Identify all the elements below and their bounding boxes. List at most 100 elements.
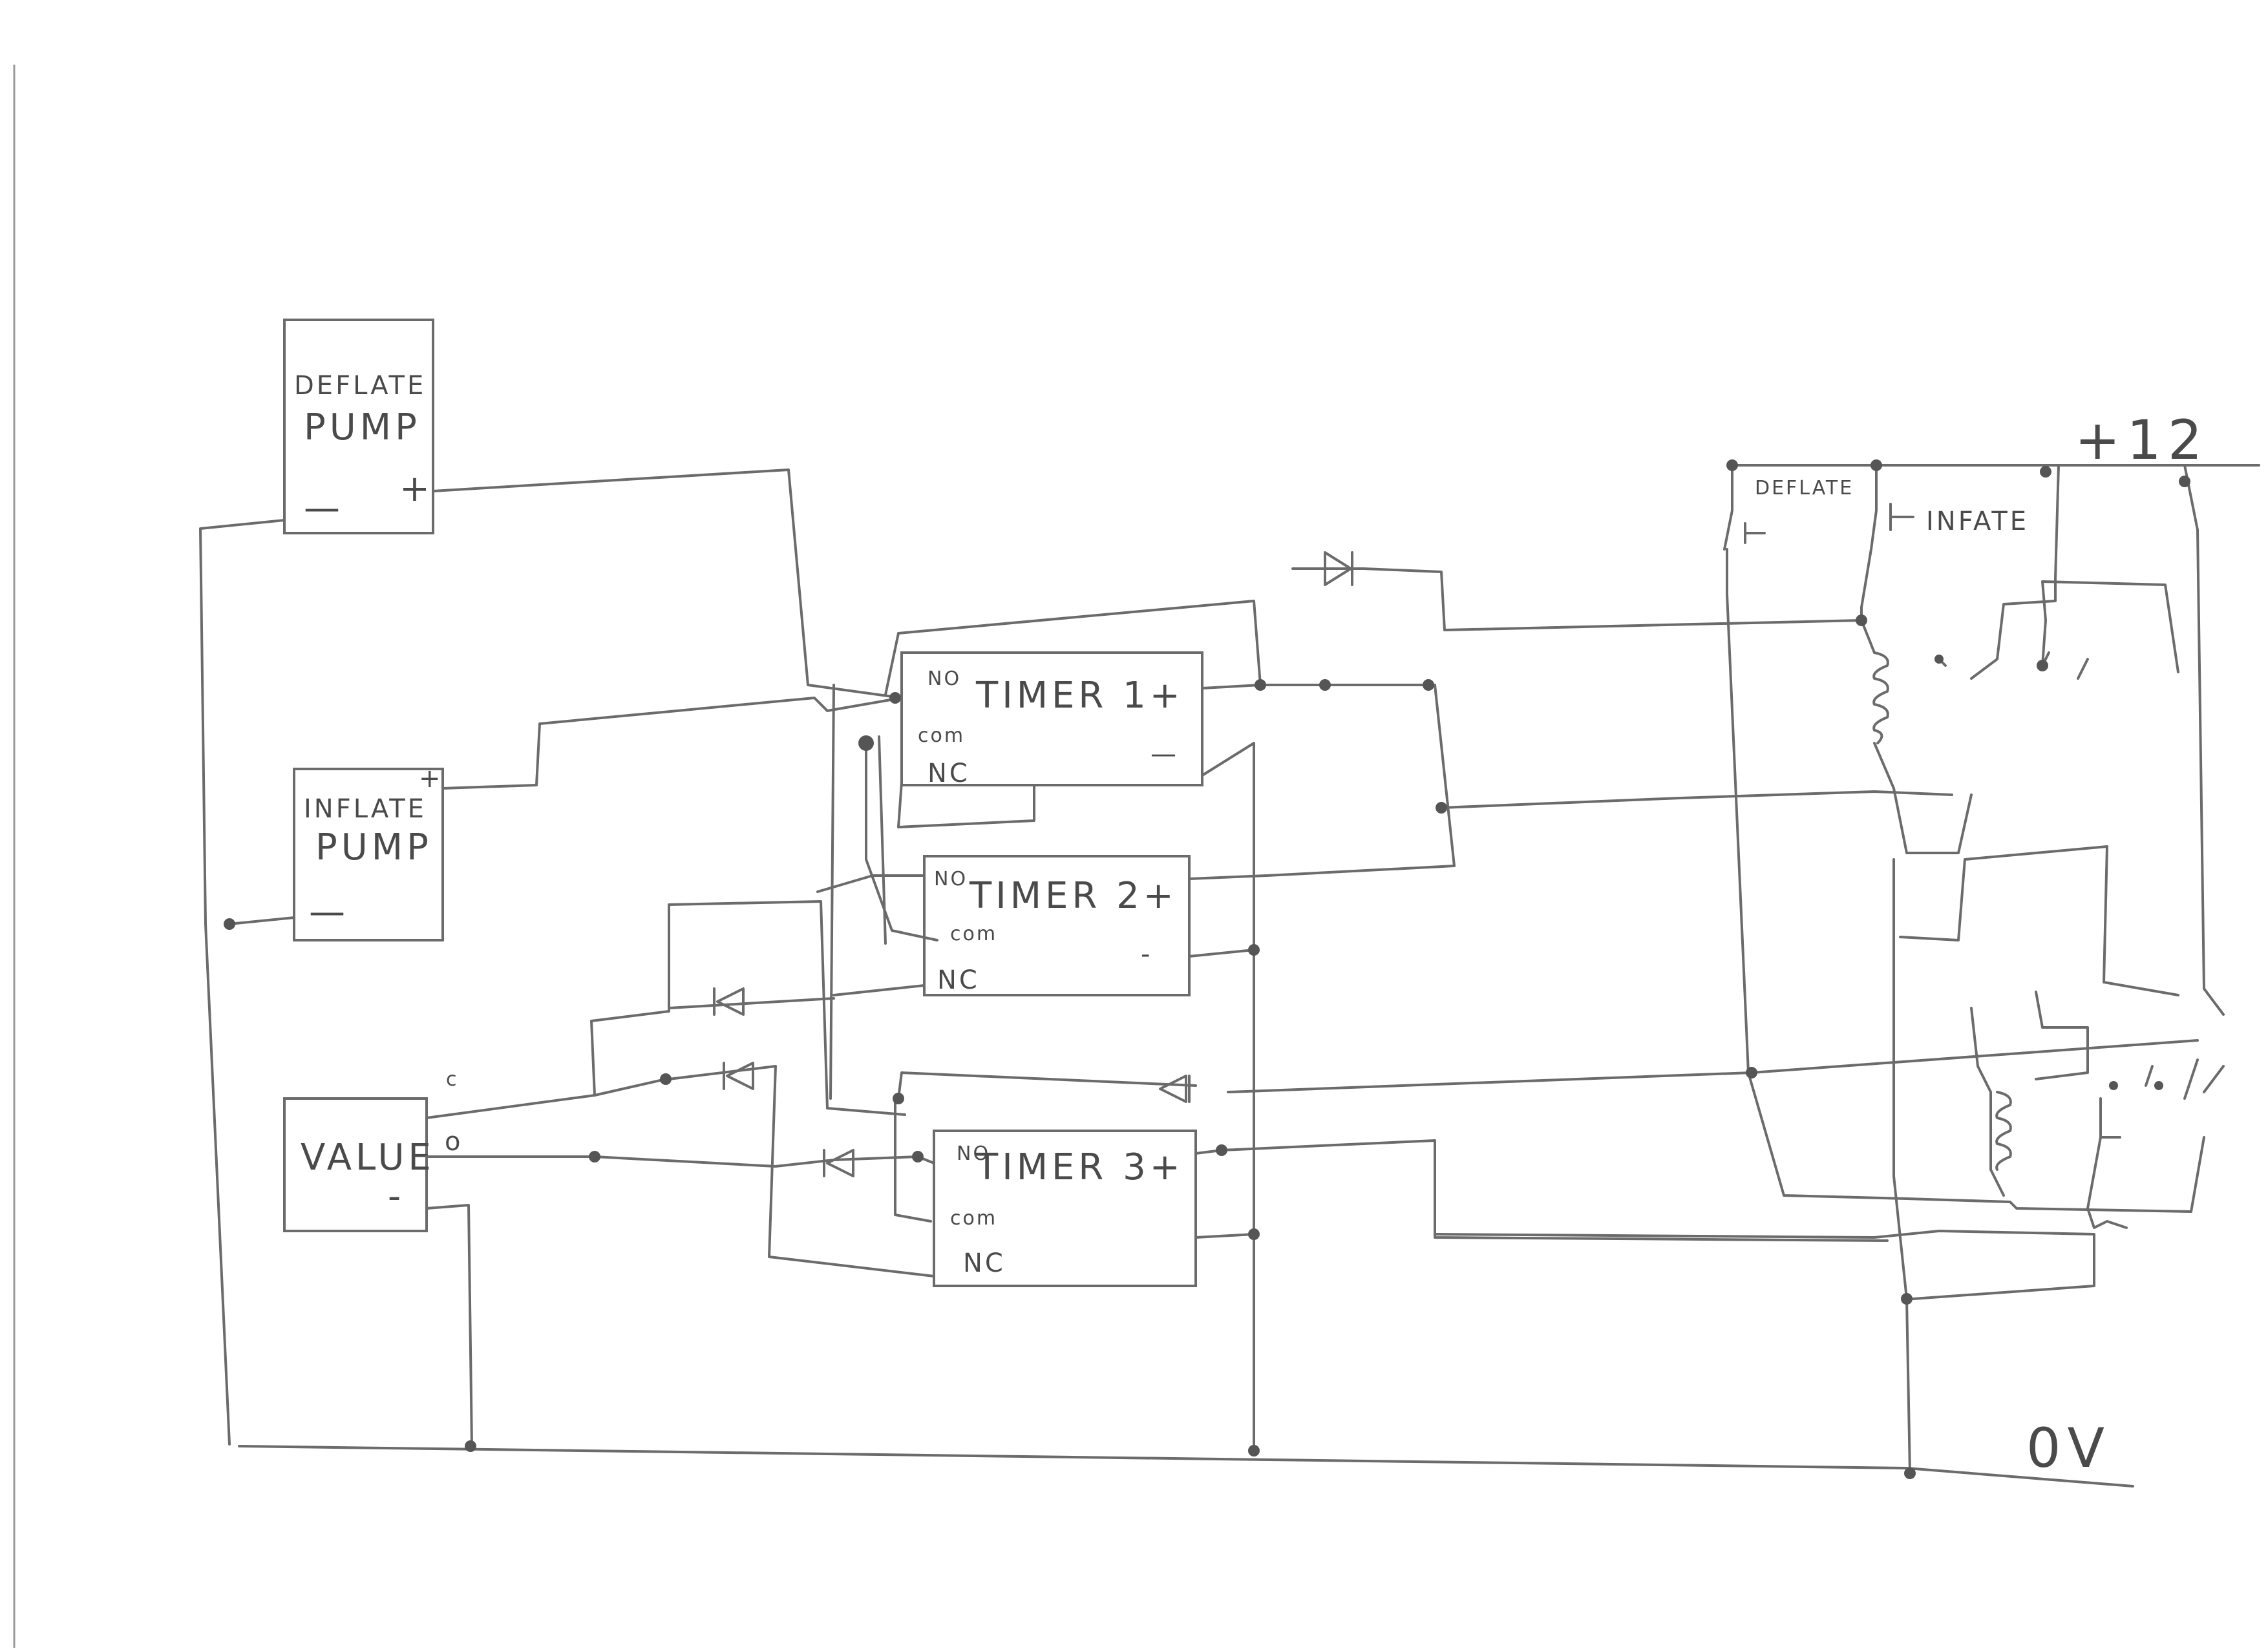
junction [858,735,874,751]
junction [1319,679,1331,691]
timer-2-nc: NC [937,965,980,995]
wire-left-bus [199,519,286,1446]
junction [589,1151,600,1162]
wire-relay-bottom [1905,1136,2205,1213]
inflate-switch-contacts [1860,464,1914,609]
timer-3-title: TIMER 3+ [975,1146,1184,1188]
wire-inflate-minus [228,916,295,925]
junction [1436,802,1447,814]
junction [1934,655,1944,664]
valve-label: VALUE [301,1137,435,1179]
diode-timer2-1 [713,987,745,1016]
wiring [199,464,2225,1475]
timer-3-no: NO [957,1142,990,1165]
valve: VALUE c o - [283,1068,460,1232]
deflate-pump: DEFLATE PUMP — + [283,319,434,534]
wire-lower-right-bus [1892,858,1911,1475]
deflate-pump-label-2: PUMP [304,406,421,448]
junction [893,1093,904,1104]
inflate-pump-label-2: PUMP [315,826,432,868]
rail-12v-label: +12 [2075,408,2209,472]
diode-timer2-2 [723,1062,754,1090]
junction [2037,660,2048,671]
wire-diode-row-1 [668,997,835,1009]
timer-1-nc: NC [927,759,970,788]
timer-3: NO TIMER 3+ com NC [933,1130,1197,1287]
inflate-switch-label: INFATE [1926,507,2029,536]
deflate-switch: DEFLATE [1723,464,1854,596]
wire-right-vertical [2183,464,2225,1016]
inflate-switch: INFATE [1860,464,2029,609]
positive-rail: +12 [1731,408,2260,472]
wire-mid-horizontal [1440,790,1953,809]
junction [1856,615,1867,626]
timer-2-title: TIMER 2+ [969,875,1178,917]
timer-1: NO TIMER 1+ com NC — [900,651,1203,788]
junction [660,1073,672,1085]
junction [1216,1144,1227,1156]
wire-12v-drop [2054,464,2060,580]
rail-0v-label: 0V [2026,1416,2111,1480]
wire-deflate-plus [432,468,903,699]
wire-timer1-com [865,742,938,941]
timer-2: NO TIMER 2+ com NC - [923,855,1191,996]
timer-3-com: com [950,1207,997,1230]
valve-box [283,1097,428,1232]
wire-vertical-1385 [894,1097,932,1223]
junction [2109,1081,2118,1090]
timer-1-box [900,651,1203,786]
junction [2154,1081,2163,1090]
wire-timer1-minus-bus [1201,742,1255,1452]
deflate-pump-plus: + [399,468,434,510]
diode-top-symbol [1291,551,1359,586]
timer-2-no: NO [934,868,968,890]
diode-timer3-left [823,1149,854,1177]
wire-diode-row-2 [668,1065,935,1278]
junction [1423,679,1434,691]
relay-2-coil-winding [1995,1091,2012,1171]
deflate-switch-label: DEFLATE [1755,477,1854,500]
wire-timer1-plus [1201,684,1430,689]
wire-lower-loop [1434,1230,2095,1300]
junctions [224,459,2190,1479]
junction [1255,679,1266,691]
timer-2-box [923,855,1191,996]
wire-timer3-top-bus [1227,1039,2199,1093]
junction [224,918,235,930]
junction [1746,1067,1757,1078]
timer-2-minus: - [1141,940,1152,969]
wire-inflate-plus [441,697,903,790]
wire-timer1-nc [897,781,1035,828]
inflate-pump-label-1: INFLATE [304,794,427,824]
junction [1901,1293,1913,1305]
relay-2-contacts [2099,1058,2225,1139]
diode-1-symbol [713,987,745,1016]
deflate-pump-label-1: DEFLATE [294,371,426,401]
junction [1726,459,1738,471]
inflate-pump-plus: + [419,764,443,794]
relay-1-contacts [1938,577,2089,680]
wire-top-diode [1317,567,1863,631]
junction [2040,466,2051,478]
junction [2179,476,2190,487]
timer-3-box [933,1130,1197,1287]
diode-4-symbol [1159,1075,1191,1103]
valve-c-terminal: c [446,1068,459,1091]
valve-minus: - [388,1175,405,1217]
timer-2-com: com [950,923,997,945]
diode-timer3-top [1159,1075,1191,1103]
wire-timer3-plus [1194,1139,1889,1242]
wire-deflate-column [1726,593,1908,1200]
junction [912,1151,924,1162]
wire-relay-2-out [2086,1136,2128,1229]
wire-vertical-1290 [829,684,835,1100]
wire-relay-1-right [2041,580,2179,673]
junction [1904,1467,1916,1479]
diode-2-symbol [723,1062,754,1090]
wire-timer3-minus [1194,1233,1255,1239]
wire-timer3-top-loop [897,1071,1197,1100]
junction [1248,1445,1260,1456]
rail-0v-line [238,1445,2134,1488]
relay-2-coil [1995,1091,2012,1171]
